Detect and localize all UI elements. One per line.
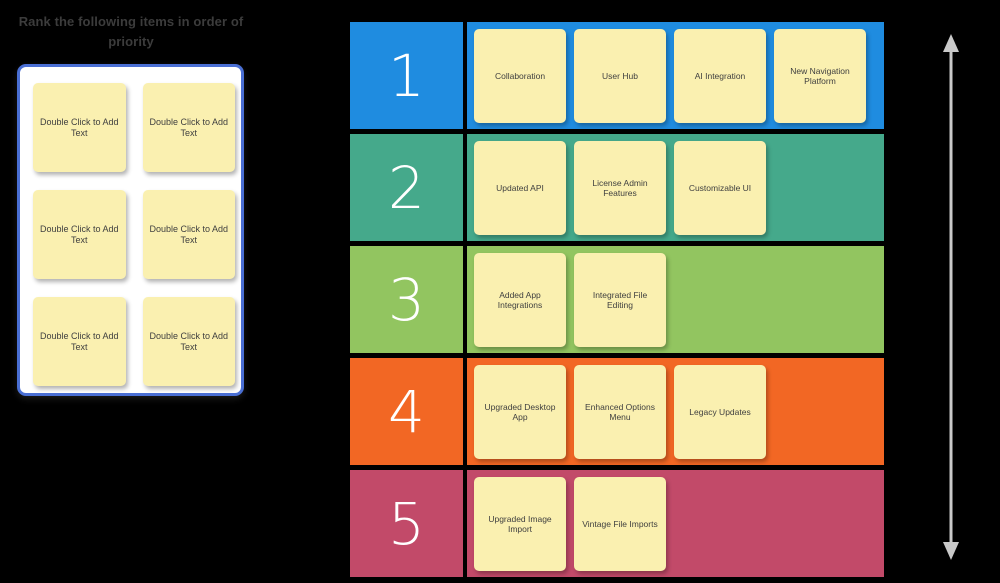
sticky-note[interactable]: Double Click to Add Text — [142, 190, 235, 279]
rank-card[interactable]: License Admin Features — [574, 140, 666, 235]
rank-row-divider — [463, 470, 467, 577]
rank-card[interactable]: Customizable UI — [674, 140, 766, 235]
double-headed-vertical-arrow-icon — [943, 34, 959, 560]
rank-card[interactable]: Legacy Updates — [674, 364, 766, 459]
rank-card[interactable]: New Navigation Platform — [774, 28, 866, 123]
sticky-note[interactable]: Double Click to Add Text — [142, 297, 235, 386]
rank-card[interactable]: Integrated File Editing — [574, 252, 666, 347]
instruction-panel: Rank the following items in order of pri… — [0, 0, 262, 400]
instruction-title: Rank the following items in order of pri… — [18, 14, 244, 49]
sticky-note[interactable]: Double Click to Add Text — [142, 83, 235, 172]
rank-row-divider — [463, 358, 467, 465]
sticky-note[interactable]: Double Click to Add Text — [33, 297, 126, 386]
rank-card[interactable]: Collaboration — [474, 28, 566, 123]
rank-row-divider — [463, 134, 467, 241]
rank-card[interactable]: Upgraded Desktop App — [474, 364, 566, 459]
rank-card[interactable]: Updated API — [474, 140, 566, 235]
rank-card[interactable]: Upgraded Image Import — [474, 476, 566, 571]
rank-row-divider — [463, 246, 467, 353]
sticky-note[interactable]: Double Click to Add Text — [33, 190, 126, 279]
priority-direction-arrow — [934, 32, 968, 562]
rank-card[interactable]: Enhanced Options Menu — [574, 364, 666, 459]
rank-card[interactable]: AI Integration — [674, 28, 766, 123]
rank-number-1: 1 — [350, 22, 463, 129]
sticky-note[interactable]: Double Click to Add Text — [33, 83, 126, 172]
rank-card[interactable]: Added App Integrations — [474, 252, 566, 347]
rank-number-4: 4 — [350, 358, 463, 465]
rank-card[interactable]: Vintage File Imports — [574, 476, 666, 571]
rank-row-divider — [463, 22, 467, 129]
rank-card[interactable]: User Hub — [574, 28, 666, 123]
rank-number-3: 3 — [350, 246, 463, 353]
rank-number-5: 5 — [350, 470, 463, 577]
rank-number-2: 2 — [350, 134, 463, 241]
